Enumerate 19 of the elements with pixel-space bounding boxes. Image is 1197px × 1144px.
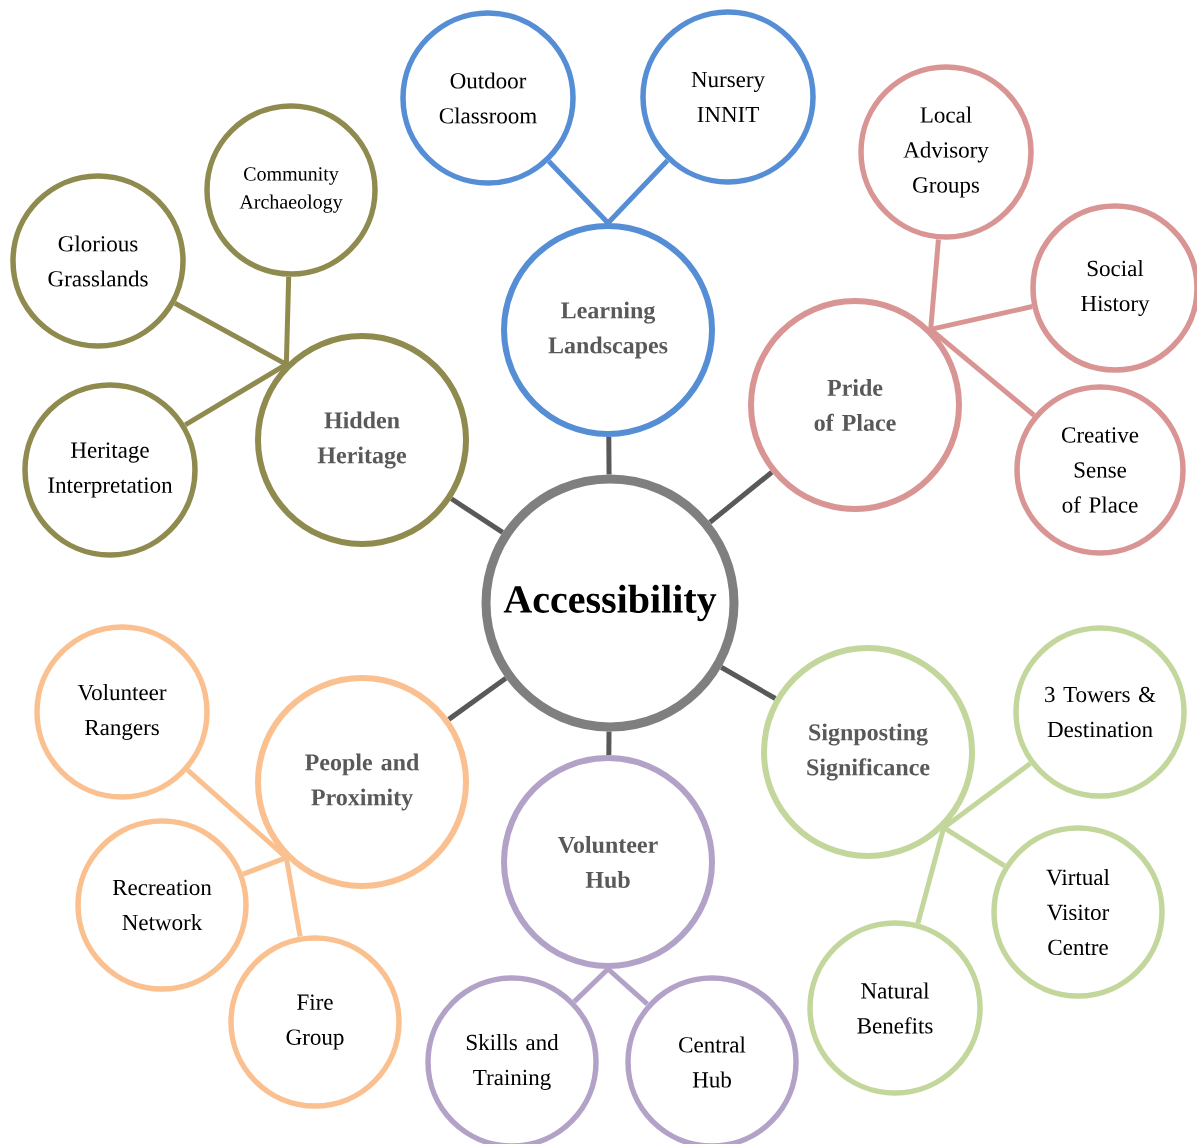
- connector-line: [606, 437, 612, 475]
- connector-line: [447, 676, 508, 722]
- connector-line: [606, 158, 670, 225]
- connector-line: [184, 362, 288, 428]
- connector-line: [708, 470, 774, 525]
- connector-line: [720, 665, 777, 701]
- connector-line: [242, 855, 288, 877]
- connector-line: [450, 496, 504, 535]
- connector-line: [606, 731, 612, 756]
- connector-line: [942, 825, 1006, 868]
- connector-line: [929, 327, 1036, 418]
- connector-line: [606, 967, 649, 1007]
- connector-line: [546, 159, 610, 225]
- connector-line: [915, 827, 947, 924]
- connector-line: [928, 239, 941, 330]
- connector-line: [283, 857, 303, 937]
- connector-line: [283, 276, 292, 365]
- connector-line: [930, 304, 1033, 332]
- connector-line: [572, 967, 610, 1004]
